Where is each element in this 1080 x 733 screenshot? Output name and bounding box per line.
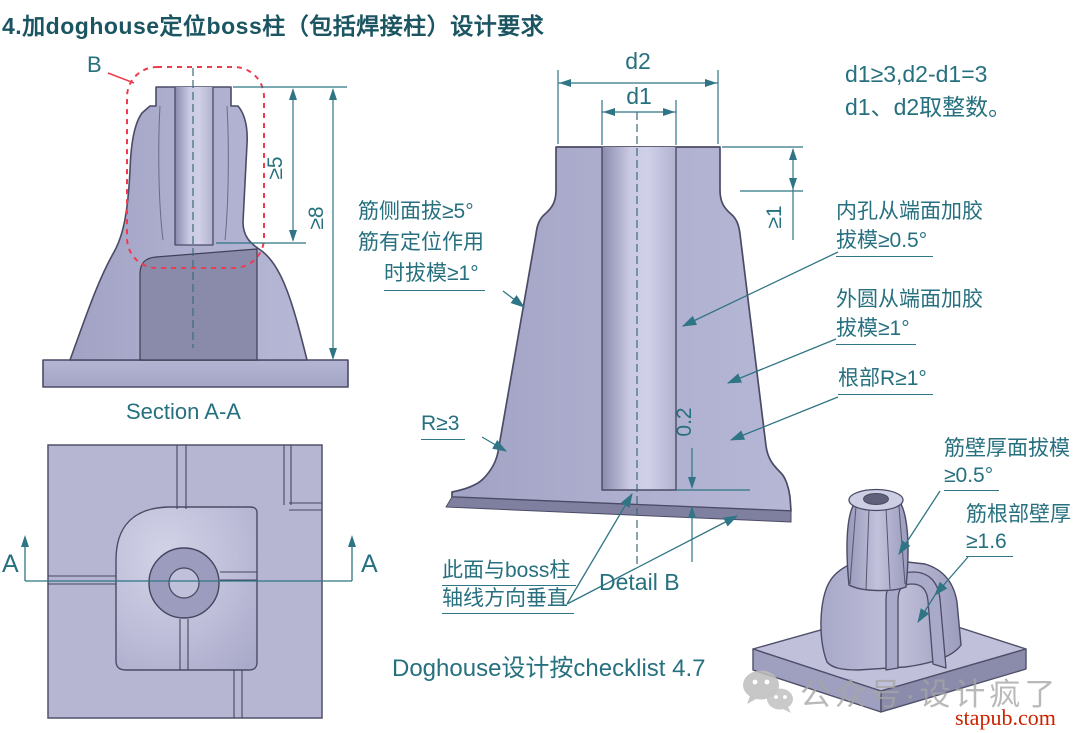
- note-rib-root-line2: ≥1.6: [966, 528, 1013, 557]
- dim-top-band: ≥1: [763, 205, 786, 229]
- dim-d1: d1: [626, 83, 652, 109]
- top-view-ribs: [48, 445, 322, 718]
- note-rib-root-thickness: 筋根部壁厚 ≥1.6: [966, 501, 1071, 557]
- wechat-icon: [743, 670, 793, 713]
- note-fillet: R≥3: [421, 409, 466, 440]
- page-title: 4.加doghouse定位boss柱（包括焊接柱）设计要求: [2, 13, 545, 39]
- iso-leaders: [898, 490, 969, 623]
- note-rib-draft-line2: 筋有定位作用: [358, 231, 484, 254]
- iso-view-drawing: [752, 488, 1027, 713]
- watermark-site: stapub.com: [955, 705, 1056, 730]
- detail-leaders: [481, 251, 839, 605]
- detail-b-marker-label: B: [87, 52, 102, 77]
- note-perpendicular-line2: 轴线方向垂直: [442, 586, 574, 614]
- note-outer-circle-line2: 拔模≥1°: [836, 314, 916, 345]
- section-bore-edges: [174, 87, 214, 246]
- section-boss-inner-line-left: [158, 105, 164, 241]
- note-perpendicular: 此面与boss柱 轴线方向垂直: [442, 558, 577, 614]
- note-rib-draft-line1: 筋侧面拔≥5°: [358, 200, 474, 223]
- detail-dimensions: [557, 70, 803, 562]
- note-rib-wall-draft-line1: 筋壁厚面拔模: [944, 437, 1070, 460]
- iso-column-hole: [863, 493, 889, 505]
- note-root-fillet: 根部R≥1°: [838, 364, 933, 395]
- section-view-label: Section A-A: [126, 399, 241, 424]
- cut-label-right: A: [361, 550, 378, 578]
- note-rib-root-line1: 筋根部壁厚: [966, 503, 1071, 526]
- detail-bore: [602, 147, 676, 490]
- note-inner-hole-line2: 拔模≥0.5°: [836, 226, 934, 257]
- section-bore: [175, 87, 213, 245]
- detail-bottom-slant-face: [445, 496, 792, 523]
- section-view-drawing: [42, 66, 349, 388]
- section-cut-line: [21, 535, 356, 582]
- note-outer-circle: 外圆从端面加胶 拔模≥1°: [836, 285, 983, 345]
- cut-label-left: A: [2, 550, 19, 578]
- formula-line1: d1≥3,d2-d1=3: [845, 61, 988, 87]
- note-rib-draft: 筋侧面拔≥5° 筋有定位作用 时拔模≥1°: [358, 196, 485, 291]
- note-rib-draft-line3: 时拔模≥1°: [384, 258, 485, 291]
- iso-column-ribs: [849, 505, 906, 590]
- note-rib-wall-draft-line2: ≥0.5°: [944, 462, 1000, 491]
- detail-bore-edges: [601, 147, 677, 491]
- note-perpendicular-line1: 此面与boss柱: [442, 558, 577, 586]
- note-inner-hole: 内孔从端面加胶 拔模≥0.5°: [836, 197, 983, 257]
- watermark-wechat-account: 公众号·设计疯了: [800, 677, 1060, 712]
- checklist-note: Doghouse设计按checklist 4.7: [392, 655, 706, 682]
- iso-boss-column: [846, 503, 909, 592]
- iso-plate-right-side: [880, 648, 1027, 713]
- top-view-drawing: [21, 444, 356, 719]
- dim-bore-depth: ≥5: [264, 156, 287, 180]
- note-outer-circle-line1: 外圆从端面加胶: [836, 288, 983, 311]
- top-view-boss-hole: [168, 567, 200, 599]
- formula-line2: d1、d2取整数。: [845, 94, 1012, 120]
- section-boss-inner-line-right: [224, 105, 229, 241]
- detail-b-marker-boundary: [126, 66, 265, 269]
- dim-d2: d2: [625, 48, 651, 74]
- note-rib-wall-draft: 筋壁厚面拔模 ≥0.5°: [944, 435, 1070, 491]
- detail-view-drawing: [445, 70, 839, 605]
- dim-bottom-gap: 0.2: [673, 407, 696, 437]
- section-base-plate: [42, 359, 349, 388]
- dim-total-height: ≥8: [305, 206, 328, 230]
- detail-view-label: Detail B: [599, 569, 680, 595]
- section-dimensions: [216, 86, 347, 360]
- detail-b-marker-leader: [107, 72, 135, 84]
- note-inner-hole-line1: 内孔从端面加胶: [836, 200, 983, 223]
- section-doghouse-cavity: [139, 248, 258, 361]
